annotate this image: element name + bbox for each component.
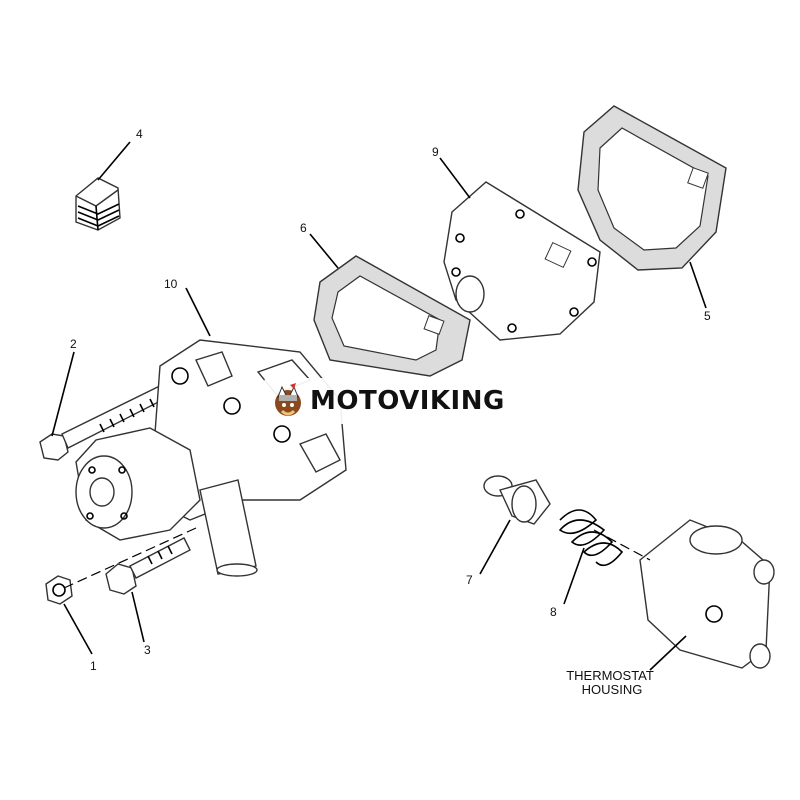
- hex-nut: [45, 575, 73, 605]
- callout-10: 10: [164, 277, 178, 291]
- callout-9: 9: [432, 145, 439, 159]
- callout-7: 7: [466, 573, 473, 587]
- callout-6: 6: [300, 221, 307, 235]
- watermark-text: MOTOVIKING: [310, 386, 505, 416]
- viking-mascot-logo-icon: [275, 383, 301, 416]
- pipe-plug: [75, 177, 121, 231]
- watermark-banner: MOTOVIKING: [264, 378, 534, 424]
- thermostat-housing: [639, 519, 775, 669]
- callout-3: 3: [144, 643, 151, 657]
- leader-lines: [51, 141, 707, 671]
- callout-8: 8: [550, 605, 557, 619]
- housing-label-line2: HOUSING: [582, 682, 643, 697]
- gasket-5: [577, 105, 727, 271]
- short-bolt: [105, 537, 191, 595]
- gasket-6: [313, 255, 471, 377]
- thermostat: [483, 475, 551, 525]
- cover-plate: [443, 181, 601, 341]
- callout-5: 5: [704, 309, 711, 323]
- callout-4: 4: [136, 127, 143, 141]
- water-pump: [75, 339, 347, 577]
- housing-label-line1: THERMOSTAT: [566, 668, 654, 683]
- callout-1: 1: [90, 659, 97, 673]
- spring: [558, 509, 624, 567]
- callout-2: 2: [70, 337, 77, 351]
